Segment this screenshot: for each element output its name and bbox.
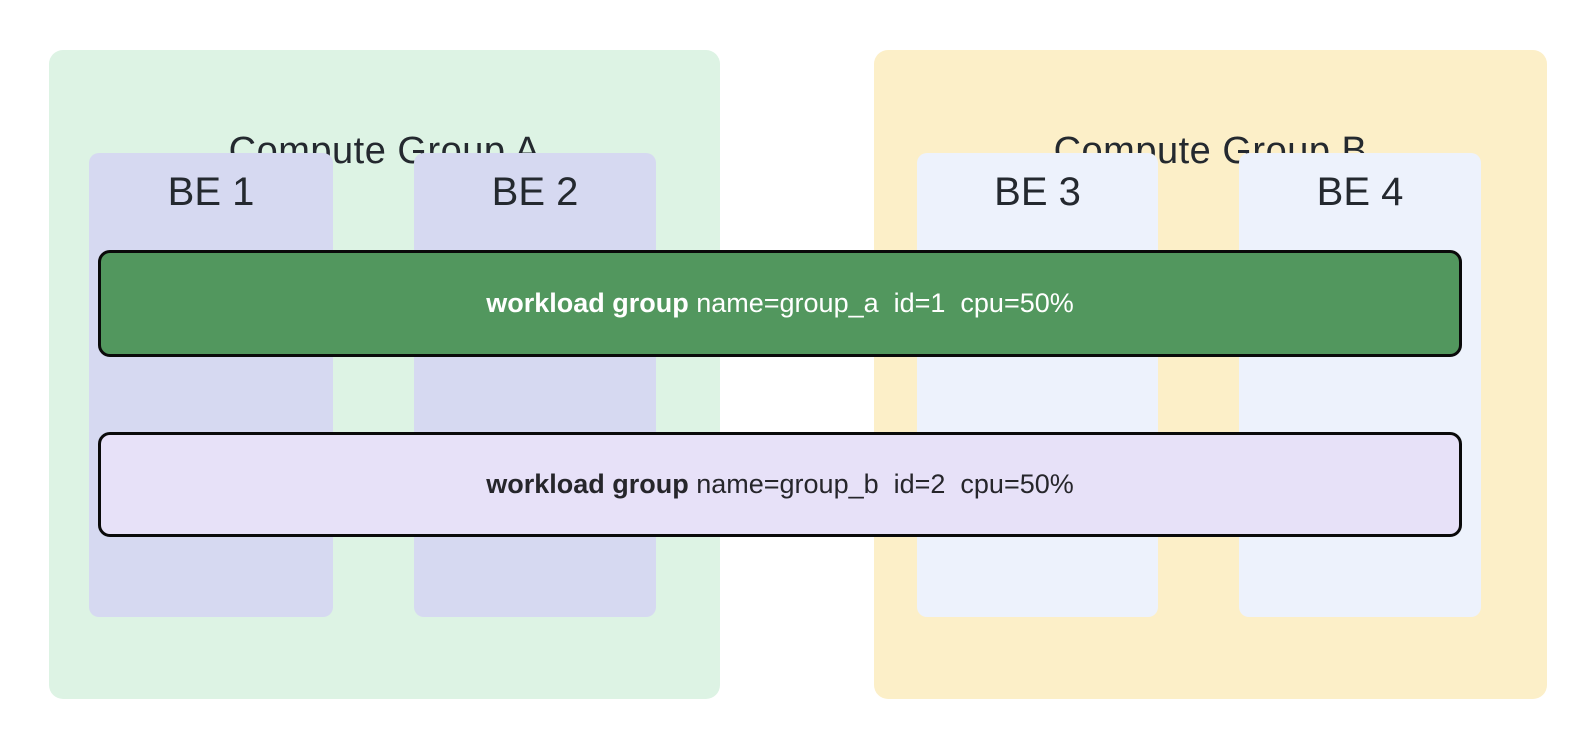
workload-group-a-bar: workload group name=group_a id=1 cpu=50% (98, 250, 1462, 357)
workload-group-a-bold-label: workload group (486, 288, 689, 318)
workload-group-b-bold-label: workload group (486, 469, 689, 499)
be-node-4: BE 4 (1239, 153, 1481, 617)
be-node-1: BE 1 (89, 153, 333, 617)
be-node-3-label: BE 3 (994, 170, 1081, 214)
be-node-3: BE 3 (917, 153, 1158, 617)
be-node-4-label: BE 4 (1316, 170, 1404, 214)
workload-group-b-attrs: name=group_b id=2 cpu=50% (688, 469, 1074, 499)
be-node-1-label: BE 1 (167, 170, 255, 214)
workload-group-b-bar: workload group name=group_b id=2 cpu=50% (98, 432, 1462, 537)
be-node-2: BE 2 (414, 153, 656, 617)
workload-group-a-attrs: name=group_a id=1 cpu=50% (688, 288, 1074, 318)
be-node-2-label: BE 2 (491, 170, 579, 214)
